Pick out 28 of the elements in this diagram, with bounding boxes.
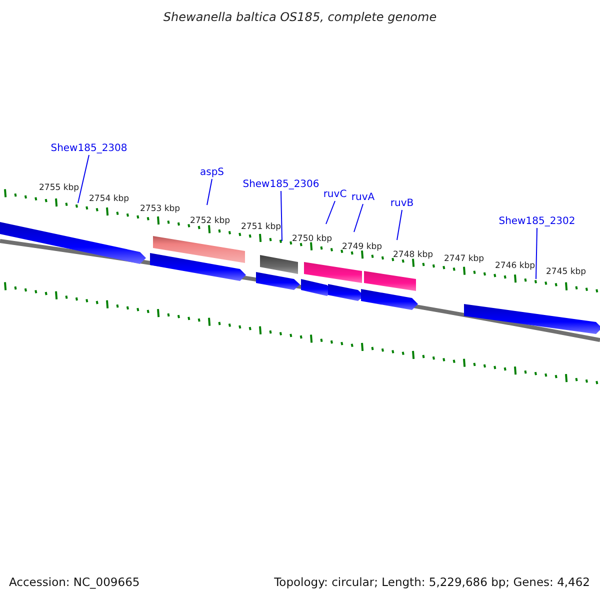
title: Shewanella baltica OS185, complete genome (162, 10, 438, 24)
leader-line (326, 200, 336, 224)
leader-line (206, 178, 212, 206)
coordinate-label: 2752 kbp (190, 216, 230, 226)
gene-label: ruvC (323, 189, 347, 201)
footer-text: Topology: circular; Length: 5,229,686 bp; Genes: 4,462 (274, 575, 590, 589)
coordinate-label: 2754 kbp (89, 194, 130, 204)
gene-label: Shew185_2302 (498, 216, 576, 228)
gene-label: ruvB (390, 198, 414, 210)
leader-line (78, 154, 90, 204)
coordinate-label: 2751 kbp (241, 222, 282, 232)
gene-label: aspS (200, 167, 224, 179)
coordinate-label: 2749 kbp (342, 242, 382, 252)
coordinate-label: 2750 kbp (292, 234, 332, 244)
coordinate-label: 2745 kbp (546, 267, 586, 277)
leader-line (396, 210, 402, 240)
coordinate-label: 2748 kbp (393, 250, 434, 260)
coordinate-label: 2753 kbp (140, 204, 180, 214)
coordinate-label: 2746 kbp (495, 261, 536, 271)
footer-text: Accession: NC_009665 (9, 575, 140, 589)
gene-label: Shew185_2308 (50, 143, 128, 155)
coordinate-label: 2747 kbp (444, 254, 484, 264)
coordinate-label: 2755 kbp (39, 183, 80, 193)
leader-line (536, 228, 538, 280)
gene-label: Shew185_2306 (242, 179, 320, 191)
leader-line (354, 204, 364, 232)
gene-label: ruvA (351, 192, 375, 204)
leader-line (280, 190, 282, 242)
